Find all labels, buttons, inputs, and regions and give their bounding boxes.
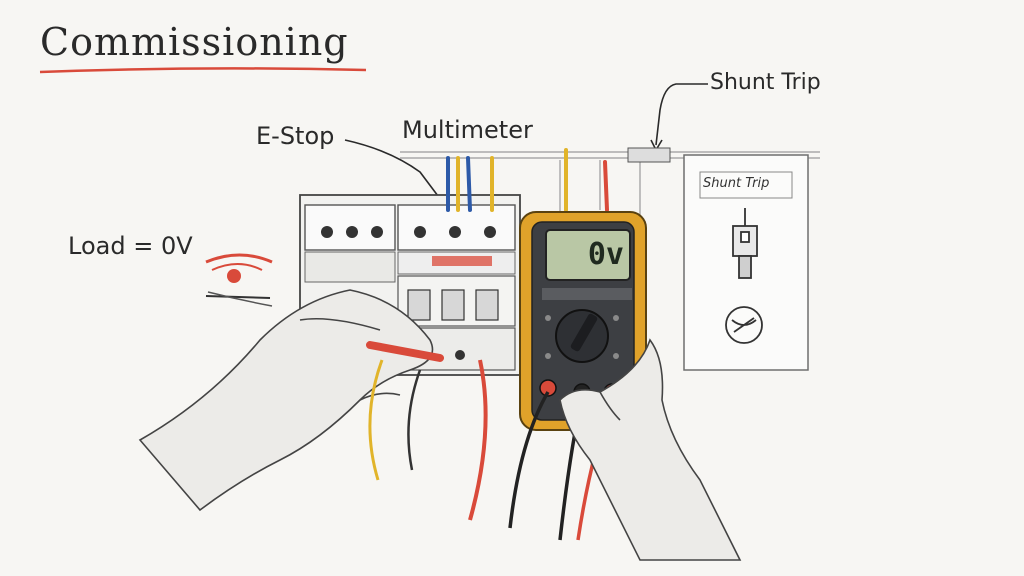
- estop-label: E-Stop: [256, 122, 335, 150]
- shunt-trip-leader: [655, 83, 708, 146]
- red-flourish: [205, 253, 273, 307]
- wires-top: [446, 148, 609, 212]
- meter-reading: 0v: [587, 237, 624, 272]
- shunt-trip-enclosure: [683, 154, 809, 371]
- shunt-connector: [627, 147, 671, 163]
- meter-screen: [545, 229, 631, 281]
- switch-icon: [732, 208, 758, 279]
- shunt-trip-label: Shunt Trip: [710, 70, 821, 95]
- load-label: Load = 0V: [68, 232, 193, 260]
- panel-label: Shunt Trip: [703, 176, 770, 191]
- estop-leader: [344, 139, 439, 197]
- page-title: Commissioning: [40, 20, 349, 64]
- multimeter: [519, 211, 647, 431]
- right-hand: [559, 338, 742, 561]
- multimeter-label: Multimeter: [402, 116, 533, 144]
- title-underline: [39, 67, 367, 74]
- symbol-icon: [725, 306, 763, 344]
- left-hand: [138, 289, 434, 512]
- left-probe: [366, 341, 488, 521]
